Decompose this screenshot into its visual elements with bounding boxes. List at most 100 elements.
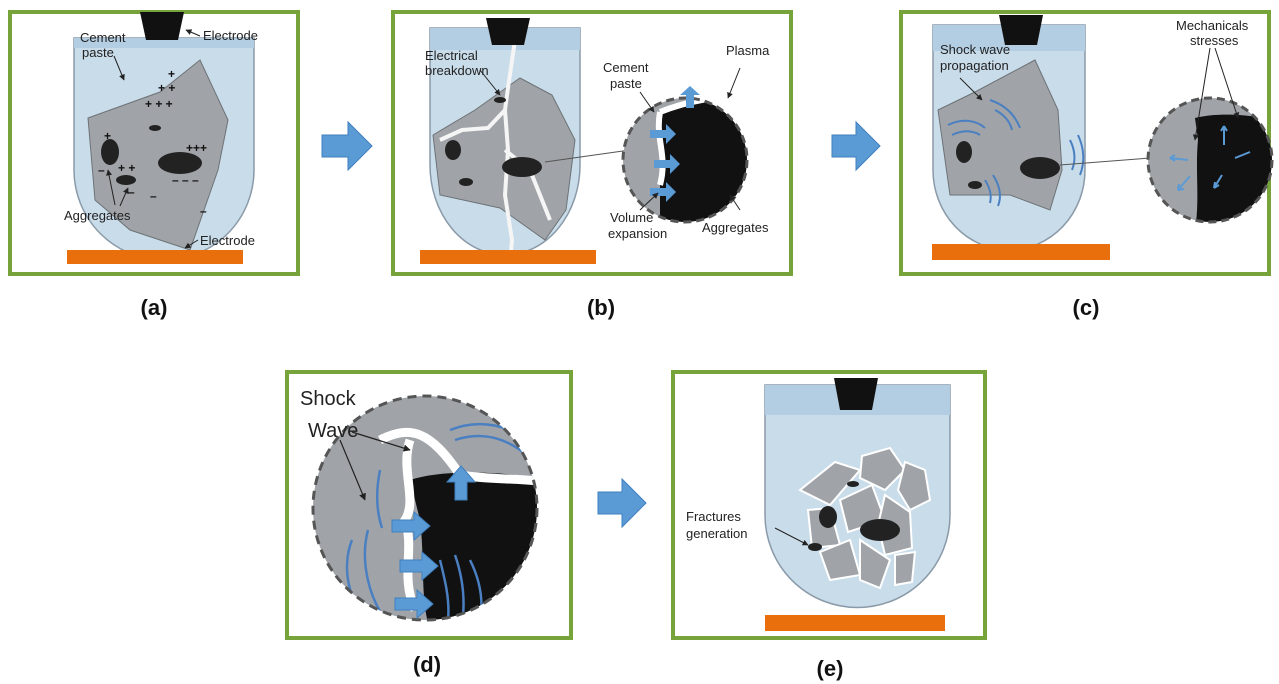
label-cement-a1: Cement xyxy=(80,30,126,45)
aggregate-b3 xyxy=(459,178,473,186)
pointer-shock-c xyxy=(959,77,983,101)
label-shock-d2: Wave xyxy=(308,420,358,442)
zoom-line-c xyxy=(1059,157,1151,166)
aggregate-b1 xyxy=(445,140,461,160)
electrode-top-a xyxy=(140,12,184,40)
label-stress-c2: stresses xyxy=(1190,33,1239,48)
svg-text:–: – xyxy=(150,189,157,203)
panel-b: Electrical breakdown Cement paste Plasma… xyxy=(391,10,793,276)
pointer-aggregates-b xyxy=(729,194,741,211)
charges-a: + + + + + + + + + +++ – – – – – – – xyxy=(98,67,207,218)
aggregate-b2 xyxy=(502,157,542,177)
pointer-stress-c1 xyxy=(1192,47,1211,141)
svg-text:– – –: – – – xyxy=(172,173,199,187)
aggregate-e3 xyxy=(808,543,822,551)
electrode-bottom-e xyxy=(765,615,945,631)
electrode-top-c xyxy=(999,15,1043,45)
step-arrow-bc xyxy=(831,120,881,172)
aggregate-c3 xyxy=(968,181,982,189)
aggregate-c1 xyxy=(956,141,972,163)
caption-a: (a) xyxy=(141,295,168,320)
expansion-arrow-b4 xyxy=(650,182,676,202)
zoom-line-b xyxy=(544,149,631,163)
expansion-arrow-d1 xyxy=(445,465,477,501)
pointer-plasma-b xyxy=(727,67,741,99)
aggregate-e2 xyxy=(860,519,900,541)
pointer-electrode-a xyxy=(185,29,201,37)
svg-text:–: – xyxy=(200,204,207,218)
cement-paste-a xyxy=(87,59,229,251)
step-arrow-de xyxy=(597,477,647,529)
label-breakdown-b1: Electrical xyxy=(425,48,478,63)
expansion-arrow-b2 xyxy=(650,124,676,144)
caption-b: (b) xyxy=(587,295,615,320)
caption-e: (e) xyxy=(817,656,844,681)
expansion-arrow-b1 xyxy=(680,86,700,108)
panel-a: + + + + + + + + + +++ – – – – – – – Ceme… xyxy=(8,10,300,276)
label-aggregates-b: Aggregates xyxy=(702,220,769,235)
label-electrode-top-a: Electrode xyxy=(203,28,258,43)
label-aggregates-a: Aggregates xyxy=(64,208,131,223)
shock-waves-c xyxy=(947,99,1085,207)
zoom-circle-c xyxy=(1146,96,1274,224)
svg-text:+++: +++ xyxy=(186,141,207,155)
svg-text:+: + xyxy=(104,129,111,143)
pointer-cement-a xyxy=(113,55,125,81)
svg-text:+ +: + + xyxy=(118,161,135,175)
label-fractures-e2: generation xyxy=(686,526,747,541)
pointer-agg-a2 xyxy=(119,187,129,207)
electrode-top-e xyxy=(834,378,878,410)
label-volume-b1: Volume xyxy=(610,210,653,225)
label-shock-c1: Shock wave xyxy=(940,42,1010,57)
svg-text:–: – xyxy=(128,185,135,199)
pointer-electrode-bot-a xyxy=(184,239,199,249)
svg-text:+: + xyxy=(168,67,175,81)
aggregate-a1 xyxy=(101,139,119,165)
label-stress-c1: Mechanicals xyxy=(1176,18,1249,33)
aggregate-c2 xyxy=(1020,157,1060,179)
panel-d: Shock Wave xyxy=(285,370,573,640)
label-electrode-bottom-a: Electrode xyxy=(200,233,255,248)
electrode-top-b xyxy=(486,18,530,45)
expansion-arrow-b3 xyxy=(654,154,680,174)
expansion-arrow-d4 xyxy=(394,588,434,620)
panel-e: Fractures generation xyxy=(671,370,987,640)
label-volume-b2: expansion xyxy=(608,226,667,241)
caption-c: (c) xyxy=(1073,295,1100,320)
label-shock-c2: propagation xyxy=(940,58,1009,73)
pointer-fractures-e xyxy=(774,527,809,546)
aggregate-a4 xyxy=(149,125,161,131)
label-plasma-b: Plasma xyxy=(726,43,770,58)
expansion-arrow-d3 xyxy=(399,550,439,582)
liquid-surface-a xyxy=(74,38,254,48)
label-breakdown-b2: breakdown xyxy=(425,63,489,78)
zoom-circle-d xyxy=(311,394,539,622)
svg-text:+ +: + + xyxy=(158,81,175,95)
aggregate-a2 xyxy=(158,152,202,174)
aggregate-e1 xyxy=(819,506,837,528)
pointer-breakdown-b xyxy=(479,69,501,96)
expansion-arrow-d2 xyxy=(391,510,431,542)
aggregate-b4 xyxy=(494,97,506,103)
aggregate-a3 xyxy=(116,175,136,185)
pointer-shock-d1 xyxy=(339,439,366,501)
aggregate-e4 xyxy=(847,481,859,487)
label-cement-b1: Cement xyxy=(603,60,649,75)
step-arrow-ab xyxy=(321,120,373,172)
label-cement-a2: paste xyxy=(82,45,114,60)
fragments-e xyxy=(798,446,932,590)
pointer-volume-b xyxy=(639,192,659,211)
label-cement-b2: paste xyxy=(610,76,642,91)
electrode-bottom-b xyxy=(420,250,596,264)
svg-text:+ + +: + + + xyxy=(145,97,173,111)
electrode-bottom-a xyxy=(67,250,243,264)
pointer-cement-b xyxy=(639,91,655,113)
pointer-stress-c2 xyxy=(1214,47,1240,119)
pointer-agg-a1 xyxy=(106,169,116,206)
label-fractures-e1: Fractures xyxy=(686,509,741,524)
electrode-bottom-c xyxy=(932,244,1110,260)
panel-c: Shock wave propagation Mechanicals stres… xyxy=(899,10,1274,276)
label-shock-d1: Shock xyxy=(300,388,357,410)
stress-arrows-c xyxy=(1169,125,1251,191)
